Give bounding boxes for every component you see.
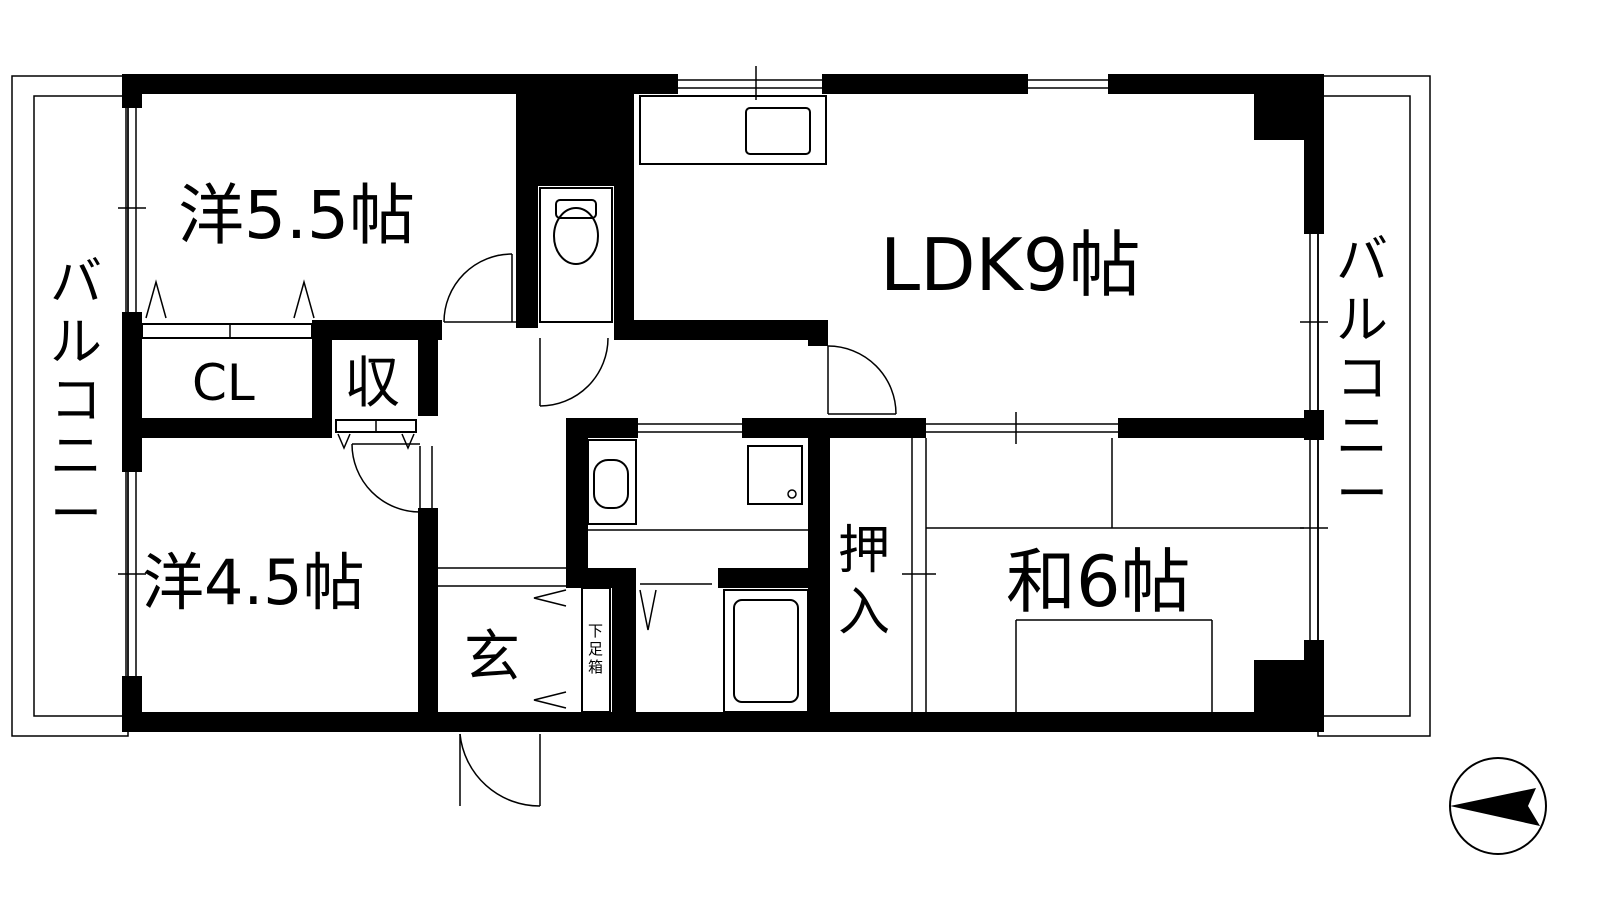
room-label-western-5-5: 洋5.5帖 [178, 177, 415, 254]
room-label-entrance: 玄 [464, 625, 520, 690]
balcony-label-left: バ ル コ ニ ー [50, 253, 102, 545]
room-label-japanese-6: 和6帖 [1006, 541, 1191, 623]
balcony-left-char: コ [50, 371, 102, 431]
balcony-left-char: ニ [50, 427, 102, 487]
doors [351, 253, 897, 807]
balcony-left-char: ー [50, 485, 102, 545]
room-label-storage: 収 [344, 351, 400, 416]
room-label-oshiire-2: 入 [838, 583, 890, 643]
outer-walls [122, 74, 1324, 732]
balcony-right-char: コ [1336, 349, 1388, 409]
balcony-left-char: ル [50, 313, 102, 373]
room-label-shoe-box-3: 箱 [588, 658, 603, 676]
room-label-closet: CL [192, 354, 255, 412]
balcony-right-char: ニ [1336, 407, 1388, 467]
room-label-shoe-box-1: 下 [588, 622, 603, 640]
balcony-left-char: バ [50, 253, 102, 313]
room-label-oshiire-1: 押 [838, 521, 890, 581]
room-label-western-4-5: 洋4.5帖 [142, 546, 365, 619]
room-label-shoe-box-2: 足 [588, 640, 603, 658]
interior-walls [142, 94, 1304, 732]
fixtures [141, 95, 1304, 713]
balcony-right-char: ル [1336, 291, 1388, 351]
windows [118, 66, 1328, 676]
balcony-right-char: バ [1336, 231, 1388, 291]
room-label-ldk: LDK9帖 [880, 223, 1141, 307]
compass-icon [1449, 757, 1547, 855]
balcony-right-char: ー [1336, 465, 1388, 525]
balcony-label-right: バ ル コ ニ ー [1336, 231, 1388, 525]
